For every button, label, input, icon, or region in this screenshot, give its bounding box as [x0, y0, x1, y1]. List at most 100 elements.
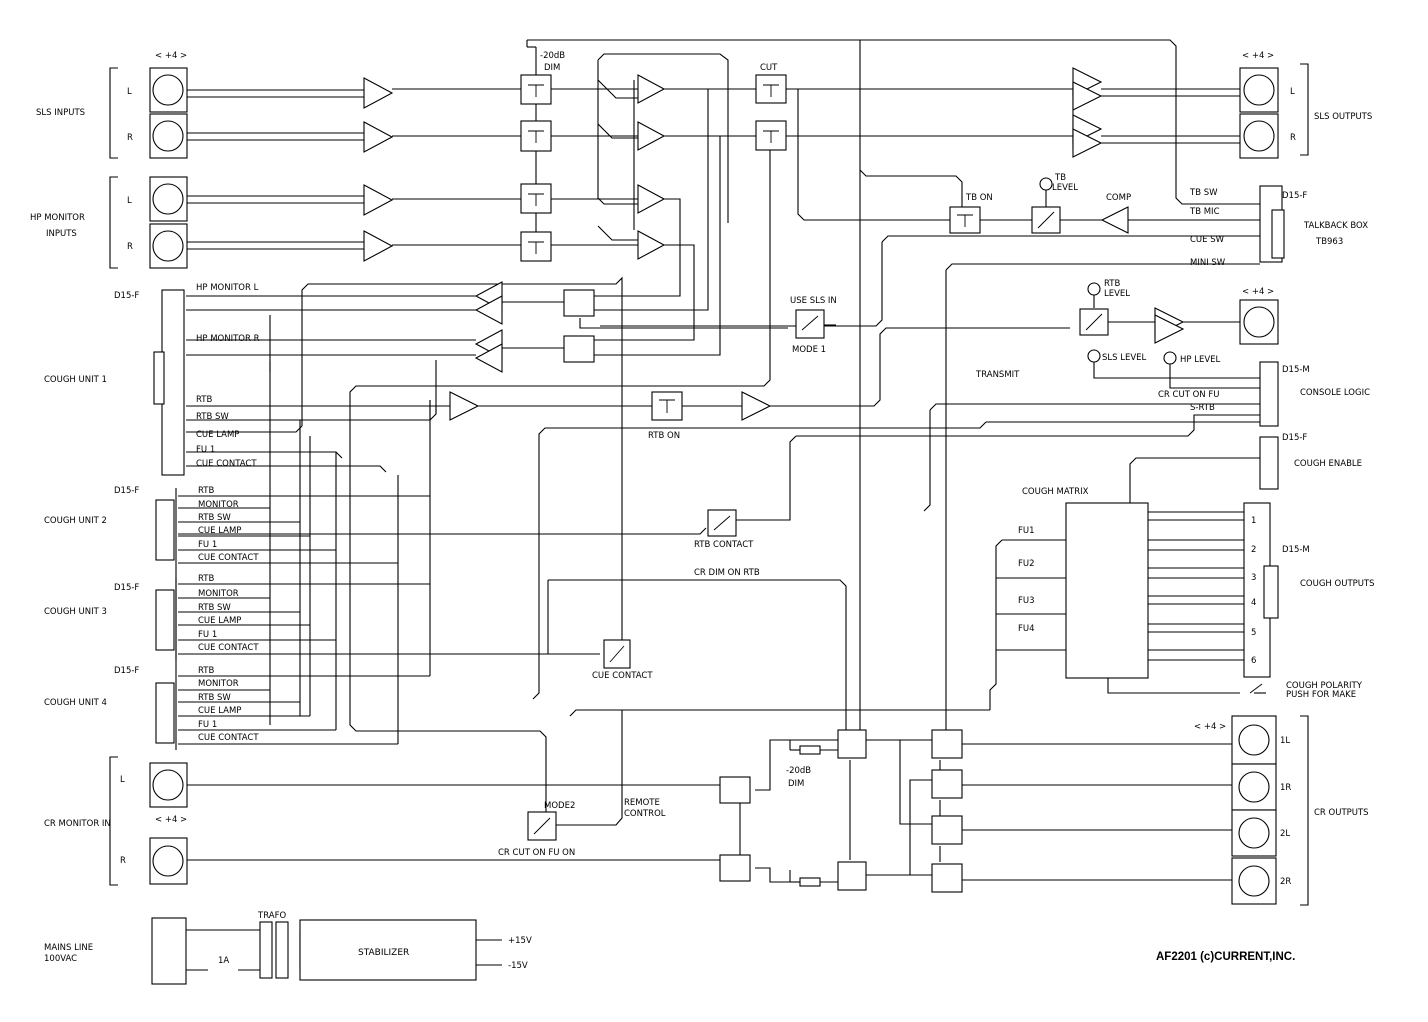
label-cr-dim-on-rtb: CR DIM ON RTB	[694, 568, 760, 578]
label-out-1r: 1R	[1280, 783, 1291, 793]
label-out-2l: 2L	[1280, 829, 1290, 839]
label-fu-1: FU1	[1018, 526, 1035, 536]
label-d15f-cough-enable: D15-F	[1282, 433, 1307, 443]
label-cue-contact-cu4: CUE CONTACT	[198, 733, 259, 743]
label-dim-1: -20dB	[786, 766, 811, 776]
label-d15m-console: D15-M	[1282, 365, 1310, 375]
dim-blocks	[520, 74, 1177, 421]
label-fu1-cu2: FU 1	[198, 540, 217, 550]
label-sls-outputs: SLS OUTPUTS	[1314, 112, 1372, 122]
label-rtb-sw-cu1: RTB SW	[196, 412, 229, 422]
d15-console-logic	[1259, 361, 1279, 427]
label-rtb-sw-cu4: RTB SW	[198, 693, 231, 703]
d15-cough-unit-1	[161, 289, 185, 476]
label-d15f-tb: D15-F	[1282, 191, 1307, 201]
label-cough-unit-2: COUGH UNIT 2	[44, 516, 107, 526]
label-cough-enable: COUGH ENABLE	[1294, 459, 1362, 469]
label-fu-3: FU3	[1018, 596, 1035, 606]
label-cut: CUT	[760, 63, 778, 73]
cough-matrix-box	[1065, 502, 1149, 679]
label-sls-r: R	[127, 133, 133, 143]
d15-cough-enable	[1259, 436, 1279, 490]
label-mode1: MODE 1	[792, 345, 826, 355]
label-d15f-cu4: D15-F	[114, 666, 139, 676]
label-d15f-cu1: D15-F	[114, 291, 139, 301]
label-talkback-box: TALKBACK BOX	[1303, 221, 1368, 231]
label-rtb-sw-cu3: RTB SW	[198, 603, 231, 613]
d15-cough-unit-3	[155, 589, 175, 651]
label-tb-on: TB ON	[965, 193, 993, 203]
d15-connectors	[153, 185, 1285, 750]
label-plus4-cr: < +4 >	[1194, 722, 1226, 732]
label-hp-r: R	[127, 242, 133, 252]
label-cue-lamp-cu1: CUE LAMP	[196, 430, 239, 440]
label-mains-2: 100VAC	[44, 954, 77, 964]
label-use-sls-in: USE SLS IN	[790, 296, 837, 306]
label-monitor-cu2: MONITOR	[198, 500, 239, 510]
label-rtb-level-2: LEVEL	[1104, 289, 1130, 299]
label-remote-control-2: CONTROL	[624, 809, 666, 819]
d15-cough-unit-2	[155, 499, 175, 561]
label-hp-monitor-r: HP MONITOR R	[196, 334, 260, 344]
label-p15v: +15V	[508, 936, 532, 946]
label-cr-r: R	[120, 856, 126, 866]
label-mode2: MODE2	[544, 801, 575, 811]
label-transmit: TRANSMIT	[975, 370, 1020, 380]
label-fu-4: FU4	[1018, 624, 1035, 634]
amplifiers	[259, 67, 1185, 981]
label-mini-sw: MINI SW	[1190, 258, 1226, 268]
label-remote-control-1: REMOTE	[624, 798, 660, 808]
label-trafo: TRAFO	[257, 911, 286, 921]
label-sls-level: SLS LEVEL	[1102, 353, 1147, 363]
label-rtb-sw-cu2: RTB SW	[198, 513, 231, 523]
label-s-rtb: S-RTB	[1190, 403, 1215, 413]
labels: SLS INPUTS < +4 > L R HP MONITOR INPUTS …	[30, 51, 1375, 971]
label-rtb-cu3: RTB	[198, 574, 214, 584]
label-cough-unit-1: COUGH UNIT 1	[44, 375, 107, 385]
label-dim-2: DIM	[788, 779, 804, 789]
label-cough-outputs: COUGH OUTPUTS	[1300, 579, 1375, 589]
label-cue-sw: CUE SW	[1190, 235, 1225, 245]
label-cue-contact-switch: CUE CONTACT	[592, 671, 653, 681]
label-cough-polarity-1: COUGH POLARITY	[1286, 681, 1363, 691]
label-cue-lamp-cu2: CUE LAMP	[198, 526, 241, 536]
label-monitor-cu3: MONITOR	[198, 589, 239, 599]
label-stabilizer: STABILIZER	[358, 948, 409, 958]
label-out-1l: 1L	[1280, 736, 1290, 746]
d15-cough-unit-4	[155, 682, 175, 744]
label-pin-1: 1	[1251, 516, 1256, 526]
label-cue-contact-cu3: CUE CONTACT	[198, 643, 259, 653]
label-cr-monitor-in: CR MONITOR IN	[44, 819, 111, 829]
label-plus4-out: < +4 >	[1242, 51, 1274, 61]
label-dim20-1: -20dB	[540, 51, 565, 61]
label-cr-cut-on-fu: CR CUT ON FU	[1158, 390, 1219, 400]
label-d15f-cu2: D15-F	[114, 486, 139, 496]
label-rtb-cu1: RTB	[196, 395, 212, 405]
label-rtb-on: RTB ON	[648, 431, 680, 441]
label-pin-6: 6	[1251, 656, 1256, 666]
label-rtb-cu4: RTB	[198, 666, 214, 676]
label-rtb-contact: RTB CONTACT	[694, 540, 754, 550]
label-tb963: TB963	[1315, 237, 1343, 247]
label-hp-level: HP LEVEL	[1180, 355, 1221, 365]
label-tb-sw: TB SW	[1189, 188, 1218, 198]
label-cue-lamp-cu4: CUE LAMP	[198, 706, 241, 716]
wiring	[178, 39, 1266, 971]
label-credit: AF2201 (c)CURRENT,INC.	[1156, 951, 1295, 963]
label-fu1-cu1: FU 1	[196, 445, 215, 455]
label-cr-outputs: CR OUTPUTS	[1314, 808, 1369, 818]
label-pin-2: 2	[1251, 545, 1256, 555]
label-fu1-cu3: FU 1	[198, 630, 217, 640]
label-fu1-cu4: FU 1	[198, 720, 217, 730]
label-mains-1: MAINS LINE	[44, 943, 93, 953]
label-fuse: 1A	[218, 956, 229, 966]
label-comp: COMP	[1106, 193, 1131, 203]
label-tb-level-2: LEVEL	[1052, 183, 1078, 193]
label-cue-contact-cu1: CUE CONTACT	[196, 459, 257, 469]
label-hp-monitor-l: HP MONITOR L	[196, 283, 259, 293]
label-rtb-level-1: RTB	[1104, 279, 1120, 289]
label-plus4-rtb: < +4 >	[1242, 287, 1274, 297]
label-cough-unit-4: COUGH UNIT 4	[44, 698, 107, 708]
